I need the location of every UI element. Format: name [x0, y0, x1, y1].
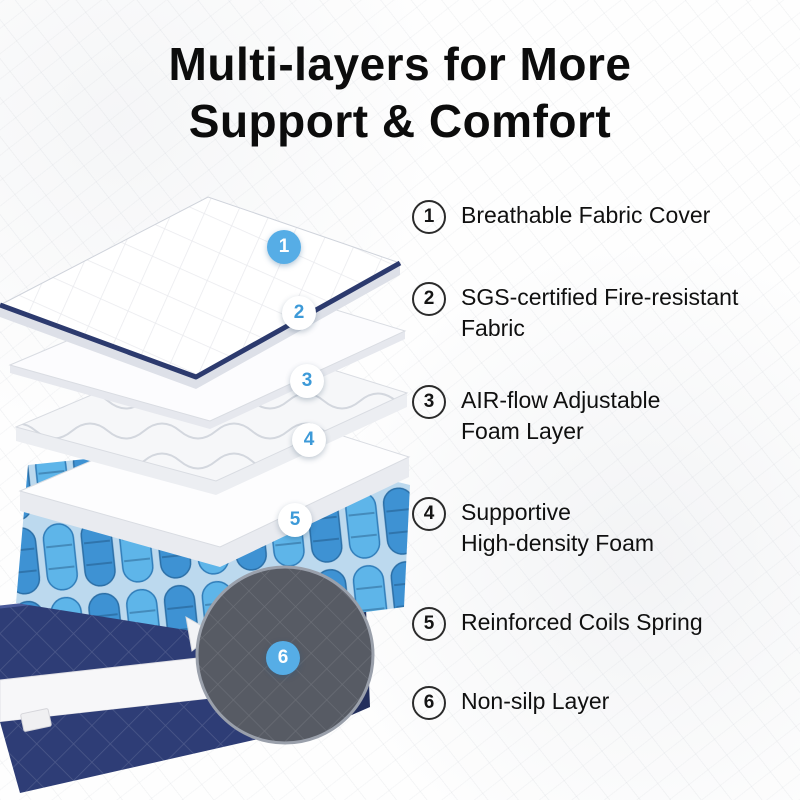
legend-number-6: 6 — [412, 686, 446, 720]
navy-piping-edge — [0, 260, 402, 380]
layer-badge-3: 3 — [290, 364, 324, 398]
layer-badge-1: 1 — [267, 230, 301, 264]
legend-number-2: 2 — [412, 282, 446, 316]
layer-badge-5: 5 — [278, 503, 312, 537]
legend-label-1: Breathable Fabric Cover — [461, 202, 711, 228]
legend-number-1: 1 — [412, 200, 446, 234]
layer-badge-2: 2 — [282, 296, 316, 330]
legend-label-3: AIR-flow Adjustable Foam Layer — [461, 387, 661, 444]
page-title: Multi-layers for More Support & Comfort — [0, 36, 800, 150]
layer-badge-4: 4 — [292, 423, 326, 457]
legend-number-4: 4 — [412, 497, 446, 531]
legend-number-5: 5 — [412, 607, 446, 641]
base-tag — [20, 708, 52, 732]
legend-item-1: 1 Breathable Fabric Cover — [412, 200, 710, 234]
legend-item-5: 5 Reinforced Coils Spring — [412, 607, 703, 641]
title-line-1: Multi-layers for More — [168, 38, 632, 90]
legend-item-6: 6 Non-silp Layer — [412, 686, 609, 720]
legend-label-6: Non-silp Layer — [461, 688, 610, 714]
legend-item-4: 4 Supportive High-density Foam — [412, 497, 654, 559]
legend-list: 1 Breathable Fabric Cover 2 SGS-certifie… — [412, 0, 798, 800]
layer-badge-6: 6 — [266, 641, 300, 675]
mattress-layers-diagram: 1 2 3 4 5 6 — [0, 155, 436, 800]
legend-number-3: 3 — [412, 385, 446, 419]
mattress-illustration — [0, 196, 411, 793]
title-line-2: Support & Comfort — [188, 95, 612, 148]
legend-item-2: 2 SGS-certified Fire-resistant Fabric — [412, 282, 738, 344]
legend-label-2: SGS-certified Fire-resistant Fabric — [461, 284, 739, 341]
legend-label-5: Reinforced Coils Spring — [461, 609, 703, 635]
legend-label-4: Supportive High-density Foam — [461, 499, 655, 556]
legend-item-3: 3 AIR-flow Adjustable Foam Layer — [412, 385, 660, 447]
